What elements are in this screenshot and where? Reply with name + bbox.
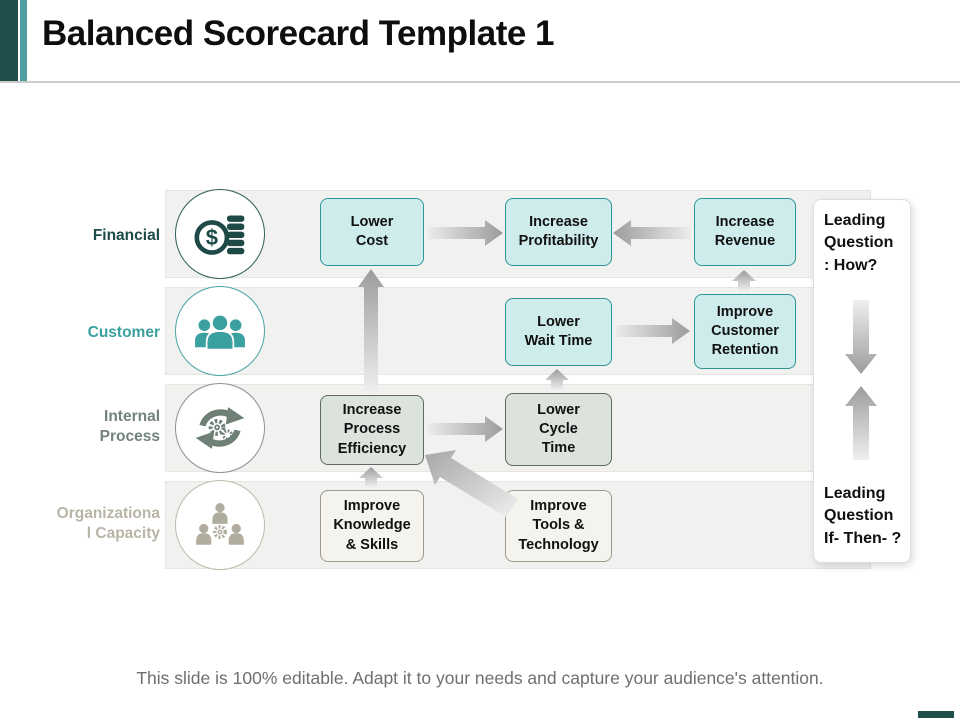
leading-question-if-then: Leading Question If- Then- ? — [824, 484, 902, 547]
financial-label: Financial — [92, 227, 160, 244]
leading-question-panel: Leading Question : How? Leading Question… — [813, 199, 911, 563]
title-divider — [0, 81, 960, 83]
corner-accent-bar — [918, 711, 954, 718]
accent-bar-light — [20, 0, 27, 81]
accent-bar-dark — [0, 0, 18, 81]
lower-cycle-time-box: Lower Cycle Time — [505, 393, 612, 466]
financial-icon-circle: $ — [175, 189, 265, 279]
svg-text:$: $ — [206, 225, 218, 250]
internal-process-label: Internal Process — [99, 408, 160, 446]
team-gear-icon — [196, 502, 244, 545]
increase-profitability-box: Increase Profitability — [505, 198, 612, 266]
increase-revenue-box: Increase Revenue — [694, 198, 796, 266]
page-title: Balanced Scorecard Template 1 — [42, 14, 555, 53]
increase-process-efficiency-box: Increase Process Efficiency — [320, 395, 424, 465]
lower-cost-box: Lower Cost — [320, 198, 424, 266]
customer-icon-circle — [175, 286, 265, 376]
internal-process-icon-circle — [175, 383, 265, 473]
organizational-capacity-label: Organizationa l Capacity — [56, 505, 160, 543]
leading-question-how: Leading Question : How? — [824, 212, 894, 274]
improve-tools-technology-box: Improve Tools & Technology — [505, 490, 612, 562]
improve-knowledge-skills-box: Improve Knowledge & Skills — [320, 490, 424, 562]
organizational-capacity-icon-circle — [175, 480, 265, 570]
customers-icon — [195, 313, 245, 351]
lower-wait-time-box: Lower Wait Time — [505, 298, 612, 366]
customer-label: Customer — [87, 324, 160, 341]
process-gears-icon — [195, 407, 245, 449]
improve-customer-retention-box: Improve Customer Retention — [694, 294, 796, 369]
footer-note: This slide is 100% editable. Adapt it to… — [136, 668, 824, 688]
money-coins-icon: $ — [194, 215, 245, 255]
